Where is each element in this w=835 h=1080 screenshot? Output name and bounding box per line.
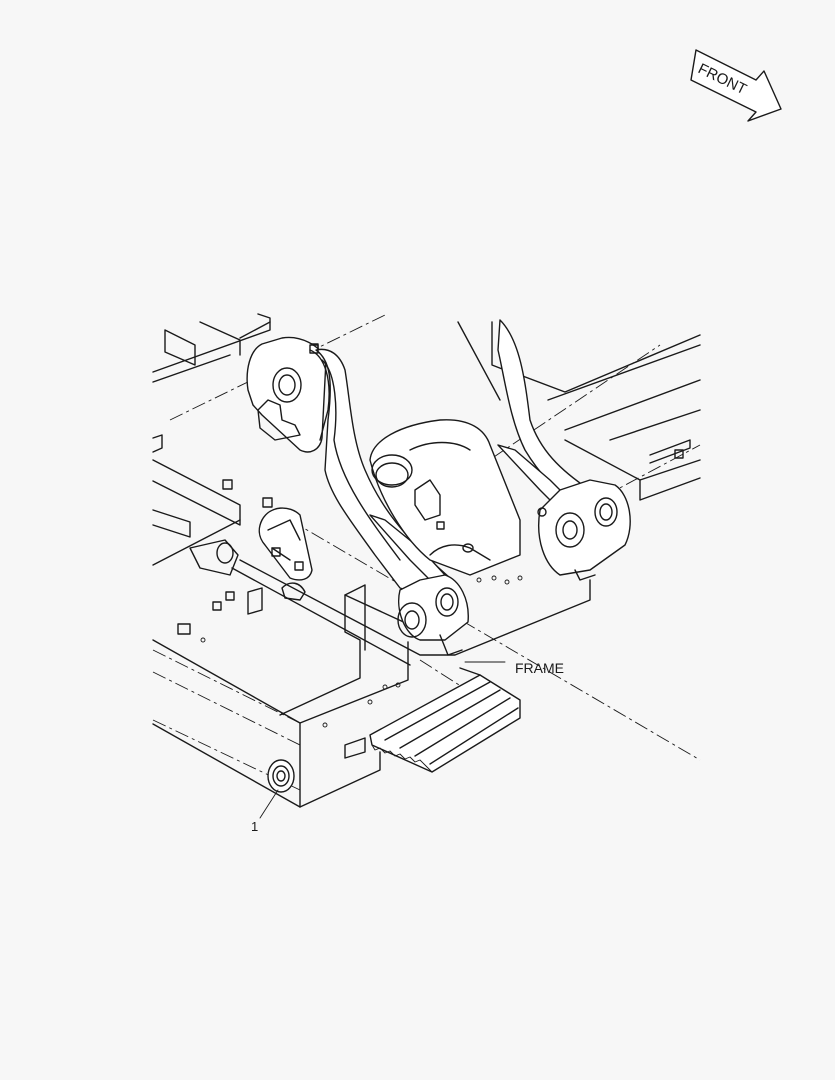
callout-number-1: 1 — [251, 819, 259, 834]
swing-housing — [369, 419, 521, 576]
right-frame-rails — [457, 321, 701, 501]
step-ladder — [344, 667, 521, 773]
left-boom-bracket — [246, 336, 330, 453]
fitting-part-1 — [259, 759, 295, 819]
upper-frame-rails — [152, 313, 319, 453]
frame-deck — [152, 459, 591, 808]
side-gusset-plate — [258, 507, 313, 581]
frame-label: FRAME — [515, 660, 564, 676]
right-upper-pivot — [537, 479, 631, 581]
lower-left-pivot — [397, 574, 469, 656]
front-arrow-icon: FRONT — [690, 49, 782, 122]
hardware-items — [177, 344, 523, 728]
